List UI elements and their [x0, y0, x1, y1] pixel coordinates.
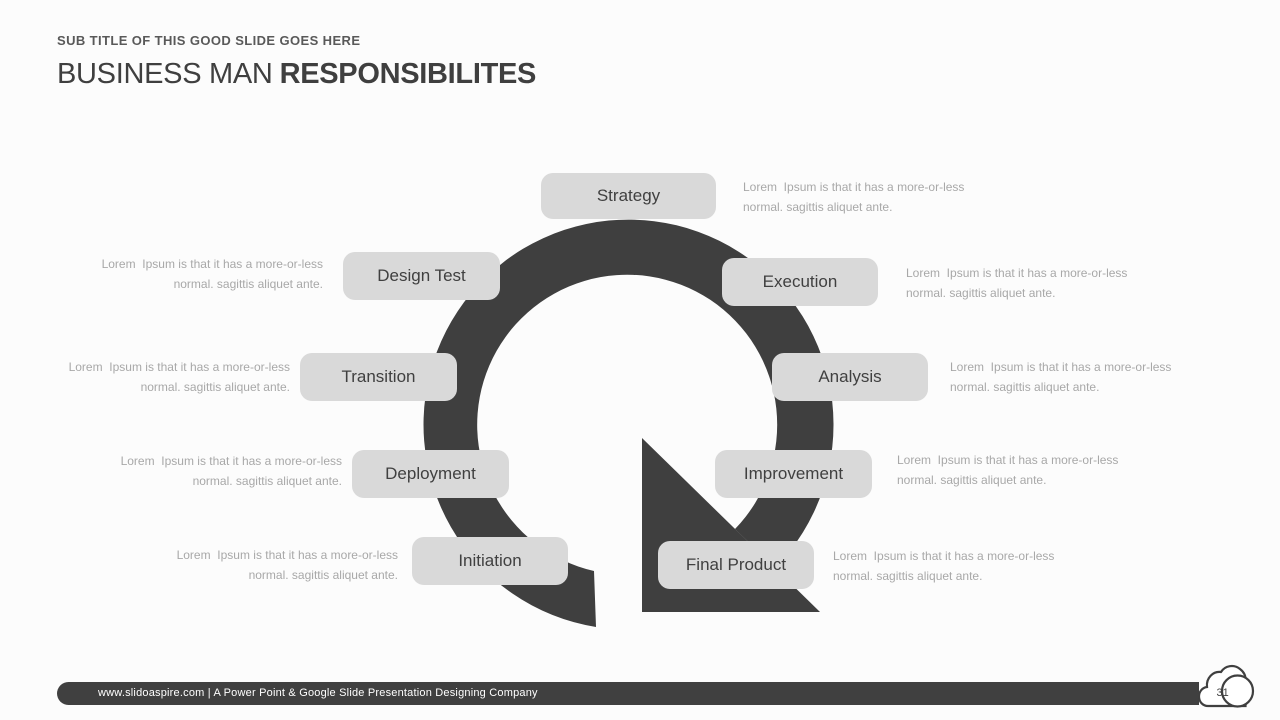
note-design-test: Lorem Ipsum is that it has a more-or-les… — [101, 257, 323, 291]
node-transition: Transition — [300, 353, 457, 401]
note-transition: Lorem Ipsum is that it has a more-or-les… — [68, 360, 290, 394]
title-regular-part: BUSINESS MAN — [57, 58, 273, 90]
note-deployment: Lorem Ipsum is that it has a more-or-les… — [120, 454, 342, 488]
page-number-cloud-icon: 31 — [1197, 664, 1255, 708]
title-bold-part: RESPONSIBILITES — [279, 58, 537, 90]
cloud-right-lobe — [1220, 674, 1255, 708]
note-analysis: Lorem Ipsum is that it has a more-or-les… — [950, 360, 1172, 394]
node-strategy: Strategy — [541, 173, 716, 219]
footer-text: www.slidoaspire.com | A Power Point & Go… — [98, 687, 538, 699]
node-final-product: Final Product — [658, 541, 814, 589]
note-initiation: Lorem Ipsum is that it has a more-or-les… — [176, 548, 398, 582]
slide-subtitle: SUB TITLE OF THIS GOOD SLIDE GOES HERE — [57, 33, 361, 48]
node-execution: Execution — [722, 258, 878, 306]
node-initiation: Initiation — [412, 537, 568, 585]
node-design-test: Design Test — [343, 252, 500, 300]
node-analysis: Analysis — [772, 353, 928, 401]
note-improvement: Lorem Ipsum is that it has a more-or-les… — [897, 453, 1119, 487]
footer-bar: www.slidoaspire.com | A Power Point & Go… — [57, 682, 1199, 705]
node-deployment: Deployment — [352, 450, 509, 498]
page-number: 31 — [1217, 687, 1229, 699]
node-improvement: Improvement — [715, 450, 872, 498]
note-strategy: Lorem Ipsum is that it has a more-or-les… — [743, 180, 965, 214]
note-execution: Lorem Ipsum is that it has a more-or-les… — [906, 266, 1128, 300]
note-final-product: Lorem Ipsum is that it has a more-or-les… — [833, 549, 1055, 583]
